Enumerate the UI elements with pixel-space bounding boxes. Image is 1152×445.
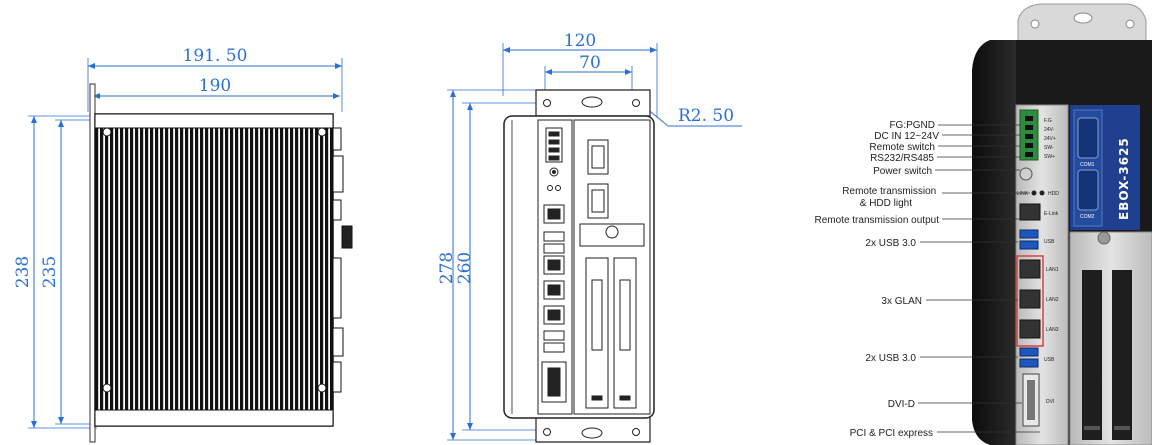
svg-text:24V+: 24V+ (1044, 136, 1056, 142)
power-switch (1019, 167, 1033, 181)
usb-port-bottom (1019, 347, 1039, 357)
dim-label-70: 70 (579, 53, 601, 73)
com1-label: COM1 (1080, 162, 1095, 168)
keyhole-slot (581, 96, 603, 108)
callout-labels: FG:PGND DC IN 12~24V Remote switch RS232… (814, 120, 939, 439)
screw-icon (102, 127, 112, 137)
dim-label-260: 260 (455, 252, 475, 284)
screw-icon (317, 127, 327, 137)
com2-label: COM2 (1080, 214, 1095, 220)
svg-text:SW+: SW+ (1044, 154, 1055, 160)
lan-group-outline (1016, 255, 1044, 347)
callout-usb-top: 2x USB 3.0 (865, 238, 916, 249)
dim-label-278: 278 (437, 252, 457, 284)
hdd-label: HDD (1048, 191, 1059, 197)
callout-remote-output: Remote transmission output (814, 215, 939, 226)
callout-pci: PCI & PCI express (850, 428, 933, 439)
callout-usb-bottom: 2x USB 3.0 (865, 353, 916, 364)
svg-text:24V-: 24V- (1044, 127, 1055, 133)
lan-port (1019, 259, 1041, 279)
lan-port (1019, 319, 1041, 339)
callout-remote-transmission: Remote transmission & HDD light (842, 186, 939, 209)
brand-label: EBOX-3625 (1117, 137, 1131, 220)
callout-dc-in: DC IN 12~24V (874, 131, 939, 142)
svg-text:E-Link: E-Link (1044, 211, 1059, 217)
screw-icon (317, 383, 327, 393)
remote-out-port (1019, 203, 1041, 221)
svg-text:LAN1: LAN1 (1046, 267, 1059, 273)
svg-text:USB: USB (1044, 239, 1055, 245)
svg-text:USB: USB (1044, 357, 1055, 363)
heatsink-body (94, 113, 334, 427)
lan-port (1019, 289, 1041, 309)
svg-text:SW-: SW- (1044, 145, 1054, 151)
svg-text:LAN3: LAN3 (1046, 327, 1059, 333)
front-view: 120 70 R2. 50 278 260 (437, 31, 742, 443)
callout-power-switch: Power switch (873, 166, 932, 177)
svg-text:F.G: F.G (1044, 118, 1052, 124)
dim-label-235: 235 (40, 256, 60, 288)
side-connectors (332, 127, 353, 393)
dim-label-radius: R2. 50 (678, 106, 734, 126)
callout-rs232: RS232/RS485 (870, 153, 934, 164)
callout-fg-pgnd: FG:PGND (889, 120, 935, 131)
usb-port-top (1019, 229, 1039, 239)
side-view: 191. 50 190 238 235 (13, 46, 353, 443)
dim-label-120: 120 (564, 31, 596, 51)
callout-glan: 3x GLAN (881, 296, 922, 307)
callout-remote-switch: Remote switch (869, 142, 935, 153)
terminal-labels: F.G 24V- 24V+ SW- SW+ (1044, 118, 1056, 160)
front-io-left (541, 127, 567, 403)
callout-dvi: DVI-D (888, 399, 915, 410)
dim-label-190: 190 (199, 76, 231, 96)
dim-label-238: 238 (13, 256, 33, 288)
keyhole-slot (581, 427, 603, 439)
front-io-right (579, 139, 645, 409)
svg-text:DVI: DVI (1046, 399, 1054, 405)
svg-text:LAN2: LAN2 (1046, 297, 1059, 303)
dim-label-191: 191. 50 (183, 46, 248, 66)
product-photo: COM1 COM2 EBOX-3625 F.G 24V- 24V+ SW- SW… (814, 3, 1152, 445)
photo-chassis-side (972, 40, 1016, 445)
link-label: LINK (1017, 191, 1029, 197)
screw-icon (102, 383, 112, 393)
callouts (918, 124, 1040, 433)
